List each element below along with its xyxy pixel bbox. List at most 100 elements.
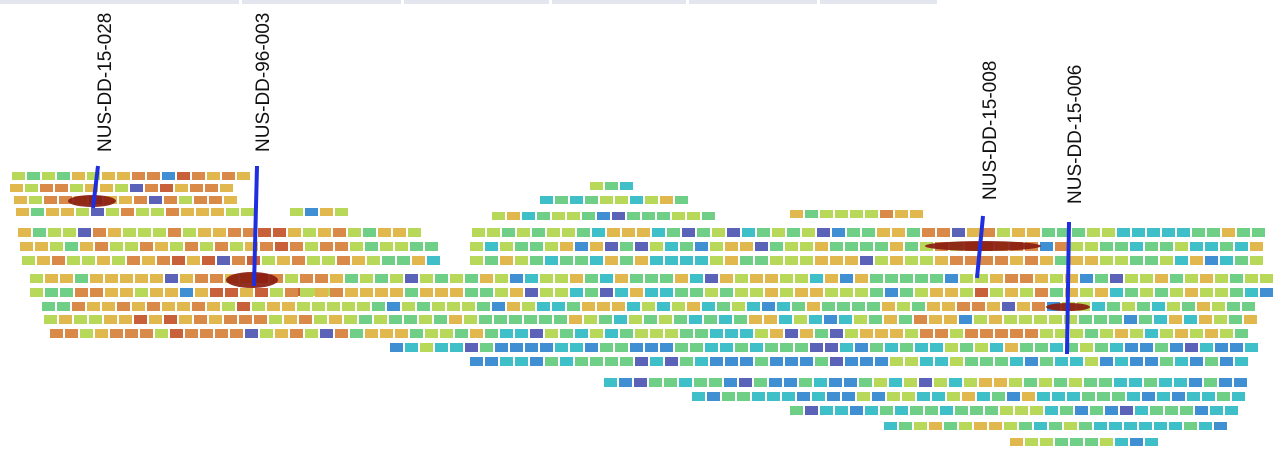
block-tile: [390, 343, 403, 352]
block-tile: [389, 315, 402, 324]
block-tile: [61, 208, 74, 216]
block-tile: [1235, 329, 1248, 338]
block-tile: [70, 184, 83, 192]
block-tile: [777, 302, 790, 311]
block-tile: [960, 343, 973, 352]
block-tile: [290, 208, 303, 216]
block-tile: [390, 274, 403, 283]
block-tile: [630, 274, 643, 283]
block-tile: [239, 315, 252, 324]
block-tile: [525, 288, 538, 297]
block-tile: [805, 210, 818, 218]
block-tile: [965, 357, 978, 366]
block-tile: [1004, 422, 1017, 430]
block-tile: [322, 256, 335, 265]
block-tile: [1245, 288, 1258, 297]
block-tile: [620, 357, 633, 366]
block-tile: [1222, 228, 1235, 237]
block-tile: [1175, 256, 1188, 265]
block-tile: [905, 242, 918, 251]
block-tile: [147, 302, 160, 311]
block-tile: [427, 256, 440, 265]
block-tile: [645, 196, 658, 204]
block-tile: [1020, 343, 1033, 352]
block-tile: [657, 212, 670, 220]
block-tile: [1160, 256, 1173, 265]
block-tile: [1052, 392, 1065, 401]
block-tile: [1050, 288, 1063, 297]
block-tile: [1032, 302, 1045, 311]
block-tile: [1040, 242, 1053, 251]
block-tile: [975, 343, 988, 352]
block-tile: [695, 256, 708, 265]
block-tile: [810, 288, 823, 297]
block-tile: [470, 242, 483, 251]
block-tile: [755, 256, 768, 265]
block-tile: [1167, 302, 1180, 311]
block-tile: [168, 228, 181, 237]
block-tile: [45, 274, 58, 283]
block-tile: [935, 329, 948, 338]
block-tile: [22, 256, 35, 265]
block-tile: [170, 242, 183, 251]
block-tile: [300, 288, 313, 297]
block-tile: [477, 302, 490, 311]
block-tile: [1205, 256, 1218, 265]
block-tile: [890, 357, 903, 366]
block-tile: [425, 329, 438, 338]
block-tile: [725, 329, 738, 338]
block-tile: [945, 274, 958, 283]
block-tile: [1165, 406, 1178, 415]
block-tile: [138, 228, 151, 237]
block-tile: [522, 302, 535, 311]
block-tile: [1040, 357, 1053, 366]
block-tile: [222, 302, 235, 311]
block-tile: [136, 208, 149, 216]
block-tile: [982, 228, 995, 237]
block-tile: [762, 302, 775, 311]
block-tile: [665, 256, 678, 265]
block-tile: [97, 256, 110, 265]
block-tile: [722, 392, 735, 401]
block-tile: [485, 256, 498, 265]
block-tile: [1100, 329, 1113, 338]
block-tile: [615, 288, 628, 297]
block-tile: [1160, 329, 1173, 338]
block-tile: [224, 315, 237, 324]
block-tile: [1115, 438, 1128, 446]
block-tile: [590, 242, 603, 251]
block-tile: [210, 274, 223, 283]
block-tile: [104, 315, 117, 324]
block-tile: [1207, 228, 1220, 237]
block-tile: [1050, 274, 1063, 283]
block-tile: [1177, 228, 1190, 237]
block-tile: [732, 302, 745, 311]
block-tile: [123, 228, 136, 237]
block-tile: [914, 315, 927, 324]
block-tile: [1115, 357, 1128, 366]
block-tile: [260, 242, 273, 251]
block-tile: [1005, 274, 1018, 283]
block-tile: [75, 274, 88, 283]
block-tile: [790, 406, 803, 415]
block-tile: [485, 357, 498, 366]
block-tile: [1190, 256, 1203, 265]
block-tile: [667, 228, 680, 237]
block-tile: [305, 208, 318, 216]
block-tile: [395, 329, 408, 338]
block-tile: [742, 228, 755, 237]
block-tile: [710, 329, 723, 338]
block-tile: [675, 288, 688, 297]
block-tile: [180, 274, 193, 283]
block-tile: [680, 256, 693, 265]
block-tile: [1065, 274, 1078, 283]
block-tile: [560, 329, 573, 338]
block-tile: [795, 274, 808, 283]
block-tile: [524, 315, 537, 324]
block-tile: [1079, 315, 1092, 324]
block-tile: [314, 315, 327, 324]
block-tile: [465, 343, 478, 352]
block-tile: [584, 315, 597, 324]
block-tile: [1235, 357, 1248, 366]
block-tile: [1199, 315, 1212, 324]
